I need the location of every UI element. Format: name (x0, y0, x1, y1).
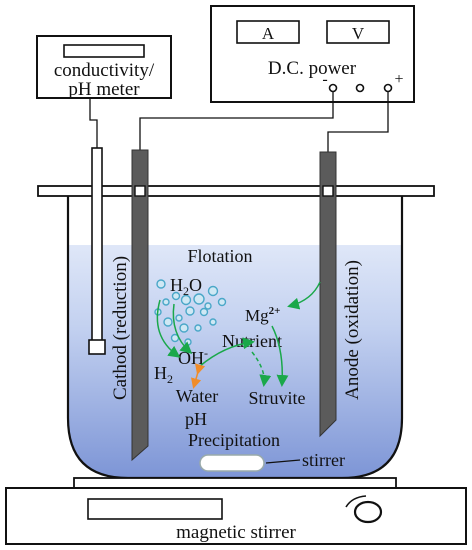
stirrer-plate (73, 477, 397, 489)
meter-label-line1: conductivity/ (54, 60, 155, 81)
bubble (209, 318, 217, 326)
stirrer-label: stirrer (302, 450, 345, 470)
bubble (162, 298, 170, 306)
cathode-clamp (134, 185, 146, 197)
cathode-label: Cathod (reduction) (110, 256, 131, 400)
meter-wire (89, 98, 98, 148)
bubble (175, 314, 183, 322)
speed-knob-icon (345, 495, 383, 524)
meter-label-line2: pH meter (68, 79, 140, 100)
power-title: D.C. power (268, 58, 357, 79)
bubble (163, 317, 173, 327)
precipitation-label: Precipitation (188, 430, 280, 450)
anode-electrode (319, 151, 337, 438)
anode-wire (327, 92, 389, 152)
ammeter-display (236, 20, 300, 44)
cathode-wire (139, 92, 334, 150)
water-label: Water (176, 386, 219, 406)
stir-bar (199, 454, 265, 472)
hydrogen-label: H2 (154, 363, 173, 386)
anode-to-mg-arrow (287, 281, 321, 310)
bubble (179, 323, 189, 333)
magnesium-ion-label: Mg2+ (245, 305, 280, 325)
stirrer-pointer (265, 459, 301, 464)
flotation-label: Flotation (187, 246, 252, 266)
wires (89, 92, 389, 152)
magnetic-stirrer-label: magnetic stirrer (176, 522, 296, 543)
bubble (193, 293, 205, 305)
oh-ph-arrow (191, 363, 206, 389)
dc-power-supply: A V D.C. power - + (210, 5, 415, 103)
bubble (180, 294, 192, 306)
bubble (204, 302, 212, 310)
support-bar (37, 185, 435, 197)
h2o-to-oh-arrow-2 (172, 303, 193, 355)
solution (68, 245, 402, 478)
anode-label: Anode (oxidation) (342, 260, 363, 400)
bubble (194, 324, 202, 332)
nutrient-to-struvite-arrow (251, 351, 272, 387)
conductivity-probe (88, 147, 106, 355)
voltmeter-label: V (352, 24, 365, 43)
bubble (185, 306, 195, 316)
magnetic-stirrer-base (5, 487, 467, 545)
plus-sign: + (394, 71, 403, 88)
stirrer-display (87, 498, 223, 520)
reaction-arrows (156, 281, 321, 387)
positive-terminal (383, 83, 393, 93)
ammeter-label: A (262, 24, 275, 43)
conductivity-ph-meter: conductivity/ pH meter (36, 35, 172, 100)
bubble (184, 338, 192, 346)
struvite-label: Struvite (249, 388, 306, 408)
anode-clamp (322, 185, 334, 197)
oh-to-nutrient-arrow (199, 337, 255, 367)
gas-bubbles (154, 279, 227, 346)
voltmeter-display (326, 20, 390, 44)
cathode-electrode (131, 149, 149, 462)
minus-sign: - (322, 71, 327, 88)
bubble (217, 297, 227, 307)
negative-terminal (328, 83, 338, 93)
h2o-to-oh-arrow (156, 299, 181, 358)
meter-display (63, 44, 145, 58)
bubble (156, 279, 166, 289)
bubble (199, 307, 209, 317)
bubble (171, 291, 181, 301)
mg-to-struvite-arrow (271, 325, 289, 387)
water-molecule-label: H2O (170, 275, 202, 298)
bubble (207, 285, 219, 297)
hydroxide-label: OH- (178, 346, 208, 368)
middle-terminal (355, 83, 365, 93)
ph-label: pH (185, 409, 207, 429)
